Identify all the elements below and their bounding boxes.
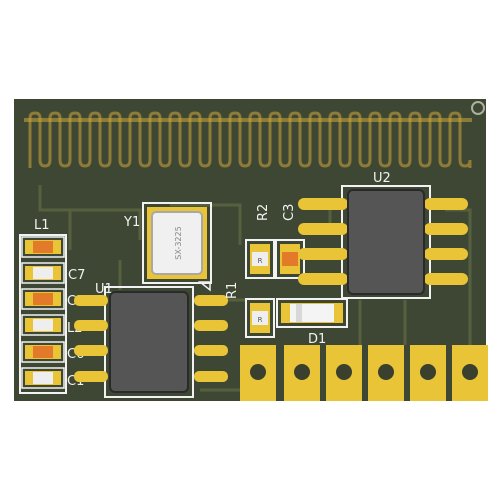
passive-body bbox=[33, 241, 53, 253]
passive-outline bbox=[21, 262, 65, 284]
r2-body-label: R bbox=[258, 257, 263, 265]
label-r2: R2 bbox=[256, 204, 271, 221]
r1-body bbox=[252, 311, 268, 325]
label-c3: C3 bbox=[282, 204, 297, 221]
edge-pad-row bbox=[240, 345, 488, 401]
c3-body bbox=[282, 252, 298, 266]
passive-outline bbox=[21, 367, 65, 389]
y1-outline bbox=[142, 202, 212, 284]
d1-cathode-band bbox=[296, 304, 302, 322]
y1-crystal bbox=[151, 211, 203, 275]
u2-pads bbox=[298, 198, 468, 285]
r1-body-label: R bbox=[258, 316, 263, 324]
corner-mark bbox=[471, 101, 485, 115]
label-c7: C7 bbox=[68, 268, 85, 283]
u1-chip bbox=[109, 291, 189, 393]
label-u1: U1 bbox=[95, 282, 113, 297]
r2-body bbox=[252, 252, 268, 266]
u1-pads bbox=[74, 295, 228, 382]
passive-outline bbox=[21, 236, 65, 258]
meander-antenna bbox=[28, 111, 472, 168]
r2-outline bbox=[245, 239, 275, 279]
label-r1: R1 bbox=[225, 282, 240, 299]
edge-pad-hole bbox=[462, 364, 478, 380]
u2-chip bbox=[347, 189, 425, 295]
crystal-marking: SX-3225 bbox=[174, 226, 183, 259]
d1-outline bbox=[276, 298, 348, 328]
passive-outline bbox=[21, 341, 65, 363]
edge-pad-hole bbox=[336, 364, 352, 380]
passive-outline bbox=[21, 288, 65, 310]
passive-components-column bbox=[21, 236, 65, 389]
meander-antenna-path bbox=[28, 111, 472, 168]
label-y1: Y1 bbox=[123, 215, 140, 230]
passive-body bbox=[33, 293, 53, 305]
edge-pad-hole bbox=[294, 364, 310, 380]
edge-pad-hole bbox=[420, 364, 436, 380]
r1-outline bbox=[245, 298, 275, 338]
passive-body bbox=[33, 372, 53, 384]
l1-outline bbox=[19, 234, 67, 394]
passive-body bbox=[33, 346, 53, 358]
passive-body bbox=[33, 319, 53, 331]
label-l1: L1 bbox=[34, 218, 50, 233]
label-d1: D1 bbox=[308, 332, 326, 347]
passive-body bbox=[33, 267, 53, 279]
edge-pad-hole bbox=[378, 364, 394, 380]
passive-outline bbox=[21, 314, 65, 336]
edge-pad-hole bbox=[250, 364, 266, 380]
u2-outline bbox=[341, 185, 431, 299]
u1-outline bbox=[104, 286, 194, 398]
label-u2: U2 bbox=[373, 171, 391, 186]
